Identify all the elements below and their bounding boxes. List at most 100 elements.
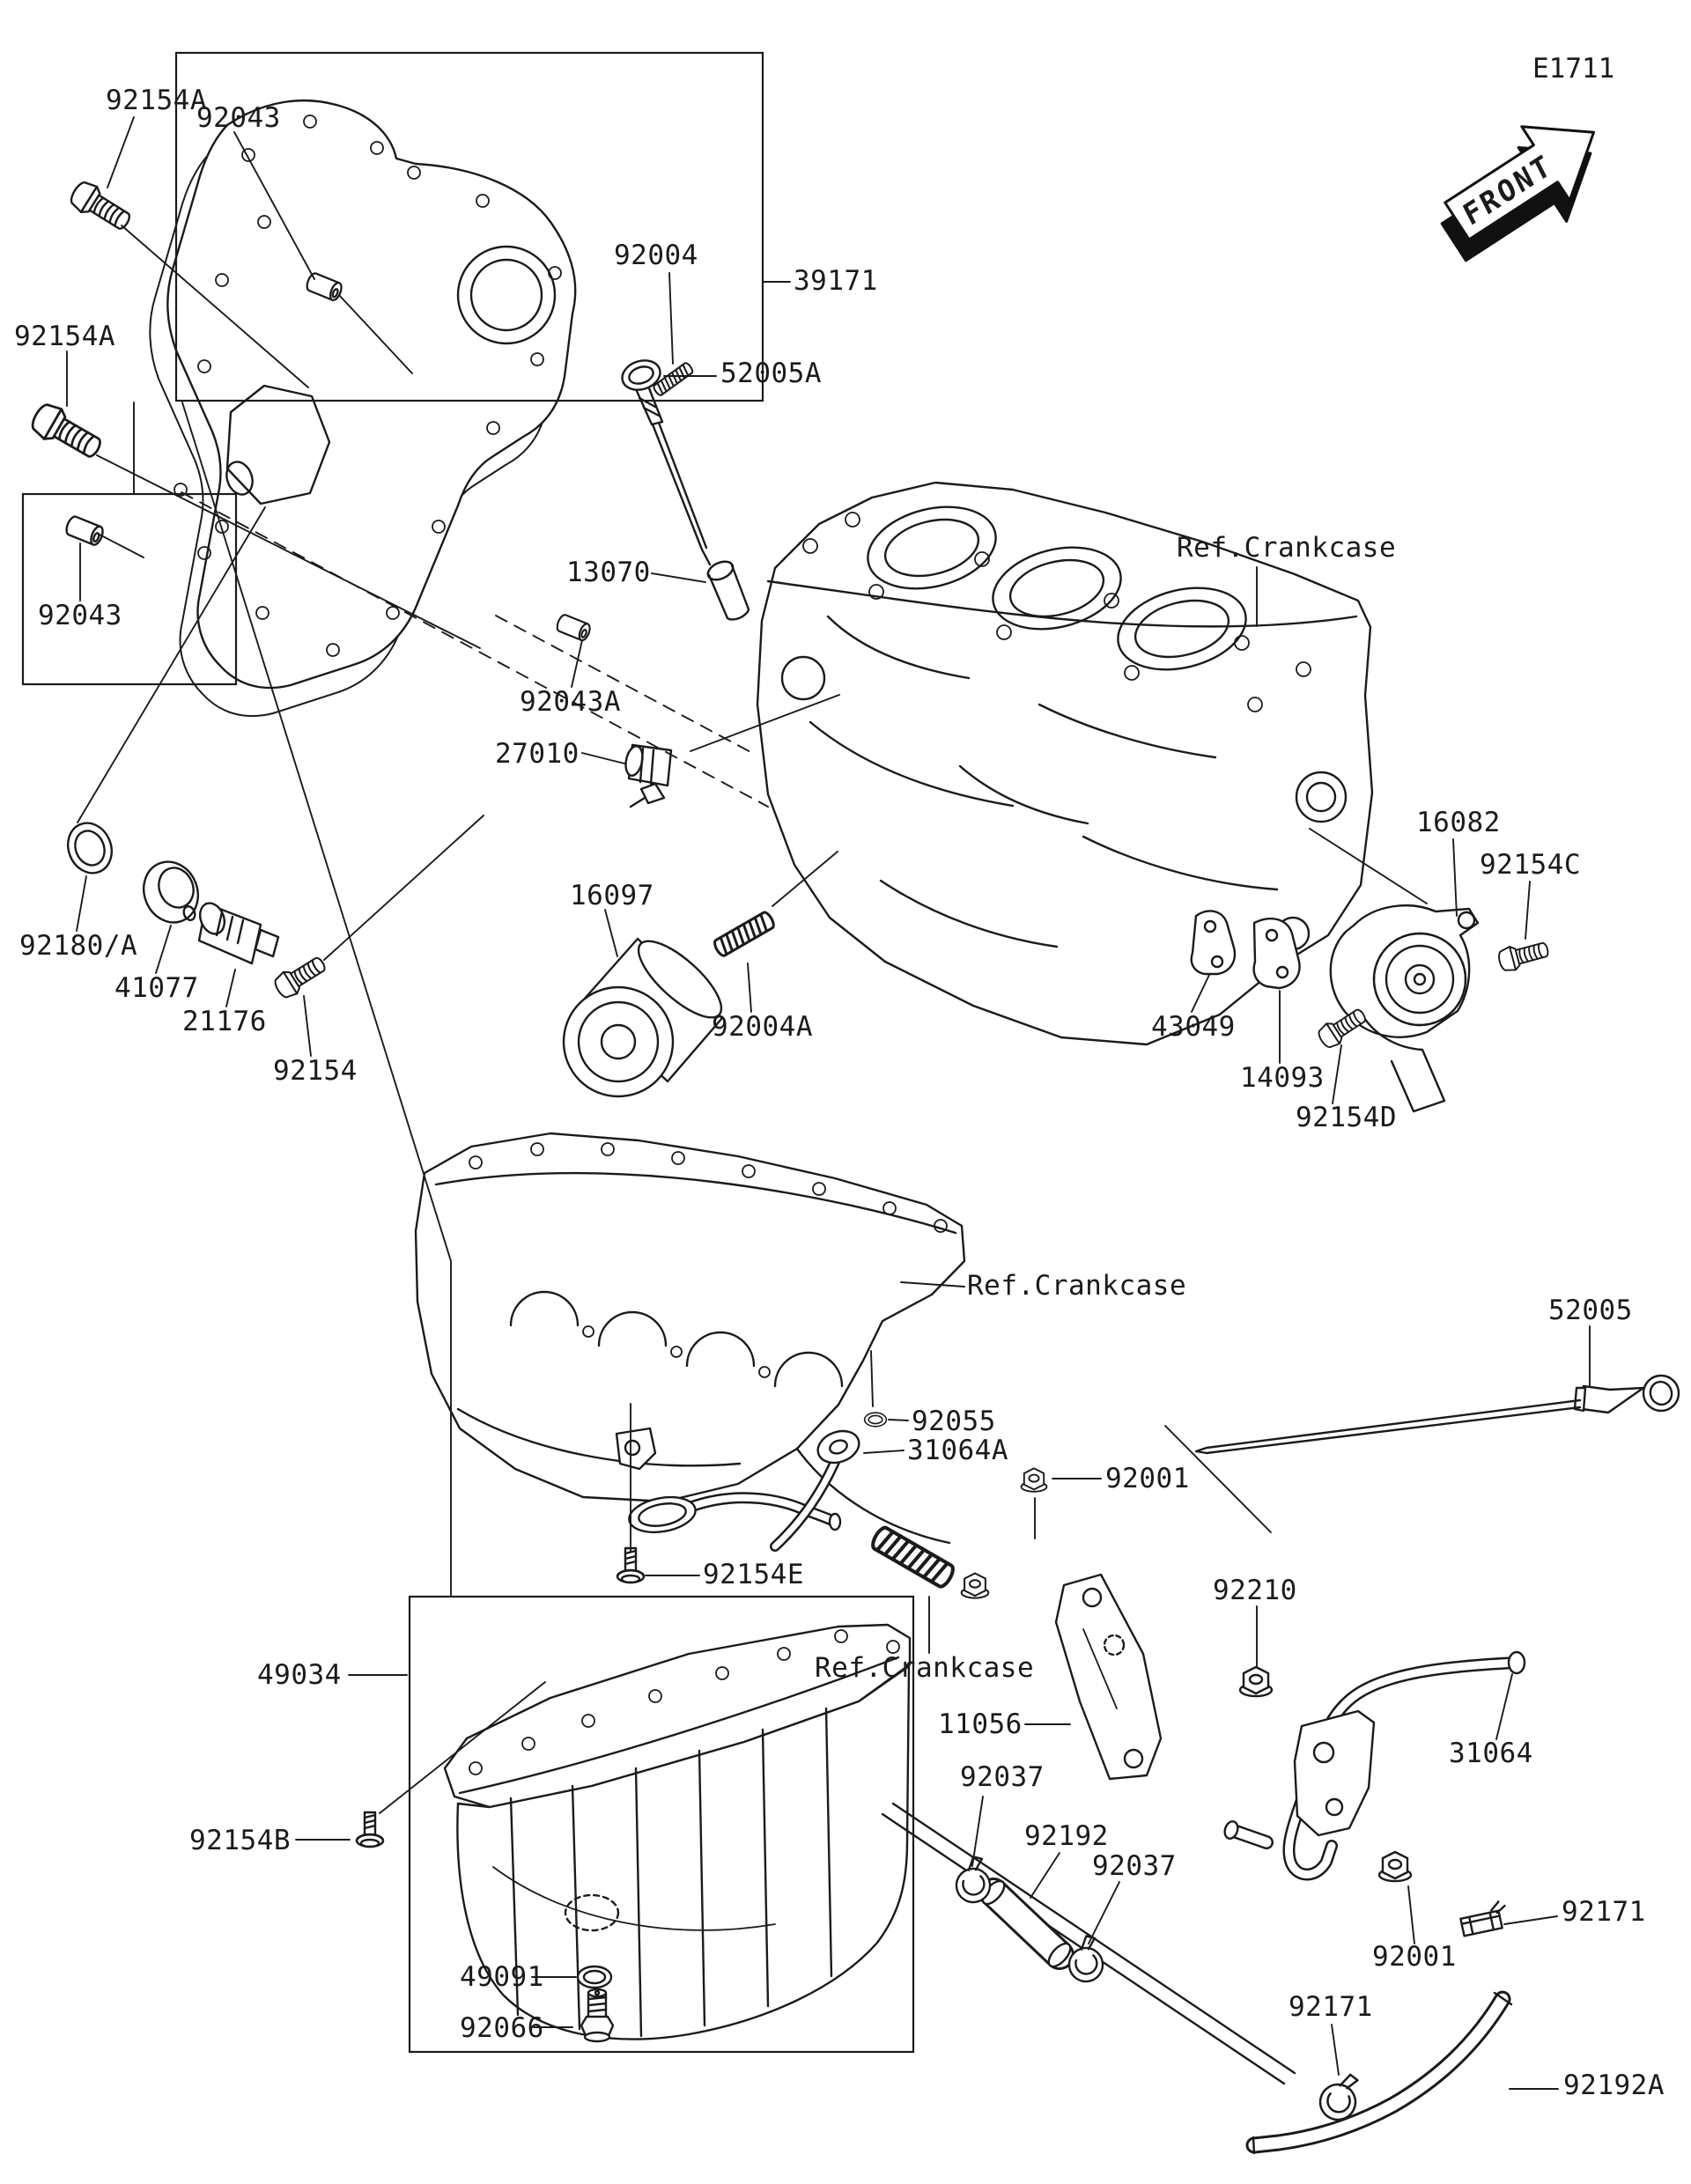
stud-bolt-icon bbox=[870, 1525, 956, 1589]
oil-outlet-pipe-icon bbox=[770, 1429, 860, 1552]
part-92180a: 92180/A bbox=[19, 930, 137, 962]
part-31064a: 31064A bbox=[907, 1435, 1008, 1466]
leader-line bbox=[121, 225, 309, 388]
bracket-stay-icon bbox=[1054, 1573, 1163, 1781]
part-14093: 14093 bbox=[1240, 1062, 1325, 1094]
shim-14093-icon bbox=[1252, 917, 1301, 990]
leader-line bbox=[1525, 881, 1531, 940]
pan-screw-icon bbox=[355, 1811, 385, 1848]
group-box-cover bbox=[174, 51, 764, 402]
part-39171: 39171 bbox=[794, 265, 878, 297]
oil-pickup-icon bbox=[615, 1427, 842, 1534]
oil-gallery-plug-icon bbox=[711, 909, 778, 959]
leader-line bbox=[225, 969, 236, 1007]
part-92192: 92192 bbox=[1024, 1820, 1109, 1852]
pan-screw-icon bbox=[616, 1546, 646, 1584]
flanged-bolt-icon bbox=[26, 398, 108, 467]
ref-crankcase-right: Ref.Crankcase bbox=[1177, 532, 1396, 564]
flanged-bolt-icon bbox=[1495, 936, 1552, 975]
group-box-oil-pan bbox=[408, 1595, 915, 2054]
leader-line bbox=[1191, 974, 1210, 1013]
part-27010: 27010 bbox=[495, 738, 580, 770]
part-92154b: 92154B bbox=[189, 1825, 291, 1856]
flange-nut-icon bbox=[1377, 1850, 1413, 1883]
part-43049: 43049 bbox=[1151, 1011, 1236, 1043]
part-92154a-top: 92154A bbox=[106, 85, 207, 116]
engine-block-icon bbox=[756, 481, 1374, 1046]
part-31064: 31064 bbox=[1449, 1738, 1533, 1769]
part-92043-left: 92043 bbox=[38, 600, 122, 631]
o-ring-icon bbox=[863, 1412, 888, 1428]
part-92192a: 92192A bbox=[1563, 2070, 1665, 2101]
leader-line bbox=[772, 851, 838, 907]
part-92171-right: 92171 bbox=[1562, 1896, 1646, 1928]
leader-line bbox=[1332, 1044, 1342, 1104]
part-49034: 49034 bbox=[257, 1659, 342, 1691]
leader-line bbox=[338, 294, 413, 374]
cap-41077-icon bbox=[143, 860, 199, 924]
part-92037-b: 92037 bbox=[1092, 1850, 1177, 1882]
dipstick-sleeve-icon bbox=[706, 560, 750, 621]
shim-43049-icon bbox=[1190, 910, 1237, 976]
leader-line bbox=[1503, 1915, 1558, 1925]
leader-line bbox=[1030, 1852, 1060, 1899]
flange-bolt-head-icon bbox=[1020, 1467, 1048, 1493]
leader-line bbox=[651, 572, 706, 583]
leader-line bbox=[971, 1796, 984, 1867]
part-16097: 16097 bbox=[570, 880, 654, 911]
leader-line bbox=[863, 1450, 905, 1454]
leader-line bbox=[495, 615, 755, 755]
rubber-hose-segment-icon bbox=[978, 1878, 1074, 1970]
leader-line bbox=[1452, 838, 1458, 917]
leader-line bbox=[1495, 1673, 1513, 1740]
o-ring-icon bbox=[576, 1965, 613, 1989]
front-direction-arrow-icon: FRONT bbox=[1440, 125, 1596, 262]
pipe-joint-fitting-icon bbox=[1459, 1900, 1506, 1937]
part-41077: 41077 bbox=[114, 972, 199, 1004]
leader-line bbox=[1331, 2024, 1340, 2076]
part-92154a-left: 92154A bbox=[14, 321, 115, 352]
oil-pan-icon bbox=[443, 1623, 912, 2040]
oil-pump-icon bbox=[1329, 904, 1480, 1113]
flange-nut-icon bbox=[1238, 1665, 1274, 1698]
part-11056: 11056 bbox=[938, 1708, 1023, 1740]
part-16082: 16082 bbox=[1416, 807, 1501, 838]
rubber-hose-icon bbox=[1245, 1990, 1513, 2155]
leader-line bbox=[107, 116, 135, 188]
leader-line bbox=[1309, 828, 1428, 904]
part-92043a: 92043A bbox=[520, 686, 621, 718]
part-52005: 52005 bbox=[1548, 1295, 1633, 1326]
leader-line bbox=[155, 925, 172, 974]
oil-level-gauge-icon bbox=[1194, 1374, 1680, 1455]
breather-ring-icon bbox=[67, 822, 113, 874]
leader-line bbox=[181, 491, 769, 808]
part-13070: 13070 bbox=[566, 557, 651, 588]
page-code: E1711 bbox=[1532, 53, 1614, 85]
part-92055: 92055 bbox=[912, 1406, 996, 1437]
dowel-pin-icon bbox=[554, 612, 594, 643]
part-92004a: 92004A bbox=[712, 1011, 813, 1043]
leader-line bbox=[181, 402, 452, 1597]
leader-line bbox=[76, 875, 87, 932]
leader-line bbox=[379, 1681, 546, 1814]
flywheel-cover-plate-icon bbox=[166, 99, 577, 690]
leader-line bbox=[1407, 1885, 1415, 1944]
part-92171-left: 92171 bbox=[1289, 1991, 1373, 2023]
leader-line bbox=[604, 909, 618, 957]
part-92001-bottom: 92001 bbox=[1372, 1941, 1457, 1973]
leader-line bbox=[668, 272, 674, 365]
leader-line bbox=[581, 752, 625, 764]
part-92154: 92154 bbox=[273, 1055, 358, 1087]
part-92001-mid: 92001 bbox=[1105, 1463, 1190, 1494]
leader-line bbox=[233, 131, 315, 280]
leader-line bbox=[303, 995, 312, 1057]
part-49091: 49091 bbox=[460, 1961, 544, 1993]
dowel-pin-icon bbox=[63, 513, 107, 548]
leader-line bbox=[690, 694, 840, 752]
drain-plug-icon bbox=[580, 1988, 615, 2043]
pipe-bracket-icon bbox=[1293, 1709, 1376, 1837]
leader-line bbox=[99, 534, 144, 558]
oil-pressure-switch-icon bbox=[624, 743, 673, 808]
